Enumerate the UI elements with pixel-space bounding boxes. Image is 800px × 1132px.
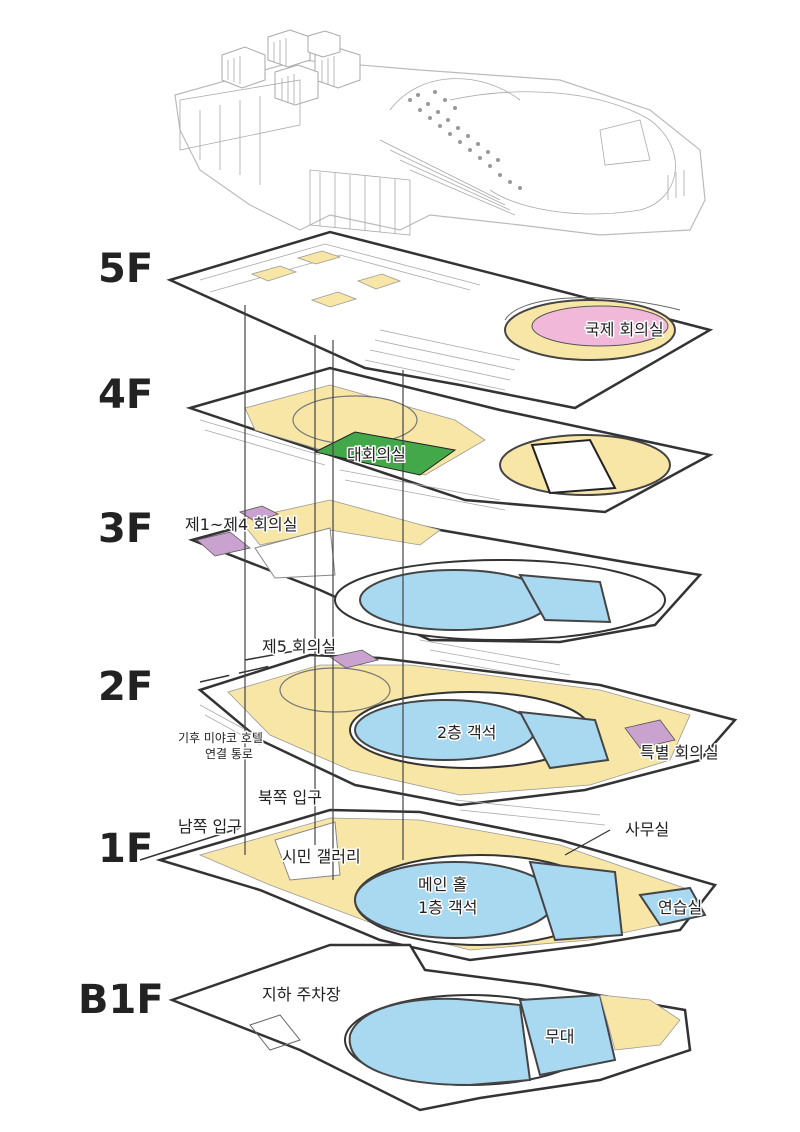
label-hotel-link-2: 연결 통로 <box>205 747 253 761</box>
floor-label-4f: 4F <box>98 372 153 418</box>
vertical-shafts <box>244 305 404 880</box>
label-north-entrance: 북쪽 입구 <box>258 788 322 807</box>
label-main-hall-1: 메인 홀 <box>418 875 467 894</box>
building-exterior <box>174 29 706 236</box>
label-conference-1-4: 제1~제4 회의실 <box>185 515 297 534</box>
international-conference-room <box>531 305 669 347</box>
floor-5f-plan <box>166 230 714 410</box>
floor-b1f-plan <box>168 943 692 1112</box>
grand-conference-room <box>313 431 457 476</box>
label-main-hall-2: 1층 객석 <box>418 898 477 917</box>
label-grand-conference: 대회의실 <box>347 445 406 464</box>
floor-label-2f: 2F <box>98 664 153 710</box>
floor-label-b1f: B1F <box>78 977 164 1023</box>
label-special-conference: 특별 회의실 <box>640 743 719 762</box>
floor-2f-plan <box>197 649 738 826</box>
label-office: 사무실 <box>625 820 669 839</box>
label-citizen-gallery: 시민 갤러리 <box>282 847 361 866</box>
label-stage: 무대 <box>545 1027 574 1046</box>
floor-label-5f: 5F <box>98 246 153 292</box>
label-international-conference: 국제 회의실 <box>585 320 664 339</box>
label-underground-parking: 지하 주차장 <box>262 985 341 1004</box>
floor-label-1f: 1F <box>98 826 153 872</box>
label-south-entrance: 남쪽 입구 <box>178 817 242 836</box>
label-hotel-link-1: 기후 미야코 호텔 <box>178 731 263 745</box>
label-practice-room: 연습실 <box>658 898 702 917</box>
label-conference-5: 제5 회의실 <box>262 637 336 656</box>
label-2f-seating: 2층 객석 <box>437 723 496 742</box>
floor-1f-plan <box>139 808 718 962</box>
floor-4f-plan <box>185 366 714 514</box>
floor-label-3f: 3F <box>98 506 153 552</box>
stage-area <box>518 993 617 1077</box>
